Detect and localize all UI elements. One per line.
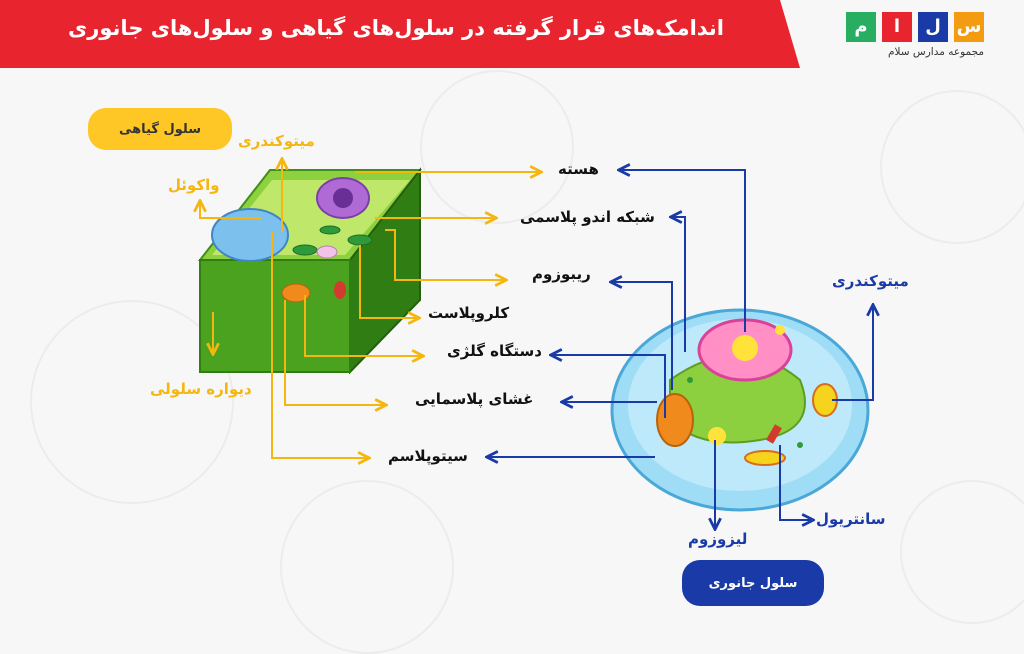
animal-label-lysosome: لیزوزوم <box>688 530 748 548</box>
label-er: شبکه اندو پلاسمی <box>520 208 655 226</box>
plant-connectors <box>200 160 540 458</box>
plant-label-vacuole: واکوئل <box>168 176 220 194</box>
animal-cell-illustration <box>610 308 870 512</box>
logo-letter: ل <box>918 12 948 42</box>
plant-label-cell-wall: دیواره سلولی <box>150 380 252 398</box>
label-golgi: دستگاه گلژی <box>447 342 542 360</box>
animal-label-mitochondria: میتوکندری <box>832 272 909 290</box>
label-chloroplast: کلروپلاست <box>428 304 510 322</box>
plant-arrow-vacuole <box>200 202 262 219</box>
animal-arrow-nucleus <box>620 170 746 332</box>
logo-letter: ا <box>882 12 912 42</box>
plant-arrow-membrane <box>284 300 385 405</box>
label-membrane: غشای پلاسمایی <box>415 390 534 408</box>
plant-golgi-shape <box>281 283 311 303</box>
plant-arrow-ribosome <box>385 229 505 280</box>
plant-cell-illustration <box>197 167 423 375</box>
animal-arrow-er <box>672 217 686 352</box>
logo-letter: م <box>846 12 876 42</box>
background-decoration <box>30 300 234 504</box>
label-ribosome: ریبوزوم <box>532 265 591 283</box>
header-banner <box>0 0 800 68</box>
plant-cell-title: سلول گیاهی <box>88 108 232 150</box>
vacuole-shape <box>211 208 289 262</box>
logo-subtitle: مجموعه مدارس سلام <box>888 46 984 58</box>
plant-arrow-cytoplasm <box>271 232 368 458</box>
plant-label-mitochondria: میتوکندری <box>238 132 315 150</box>
plant-arrow-golgi <box>304 295 422 356</box>
centriole-shape <box>766 424 782 444</box>
animal-arrow-centriole <box>779 445 812 520</box>
plant-arrow-chloroplast <box>359 245 418 318</box>
background-decoration <box>900 480 1024 624</box>
animal-arrow-ribosome <box>612 282 673 390</box>
background-decoration <box>880 90 1024 244</box>
logo-letter: س <box>954 12 984 42</box>
label-cytoplasm: سیتوپلاسم <box>388 447 468 465</box>
animal-arrow-mitochondria <box>832 306 873 401</box>
label-nucleus: هسته <box>558 160 599 178</box>
animal-label-centriole: سانتریول <box>816 510 886 528</box>
page-title: اندامک‌های قرار گرفته در سلول‌های گیاهی … <box>68 16 724 40</box>
animal-golgi-shape <box>656 393 694 447</box>
animal-connectors <box>488 170 873 528</box>
cell-diagram <box>0 0 1024 638</box>
animal-arrow-golgi <box>552 355 666 418</box>
logo: س ل ا م مجموعه مدارس سلام <box>834 12 984 62</box>
animal-cell-title: سلول جانوری <box>682 560 824 606</box>
